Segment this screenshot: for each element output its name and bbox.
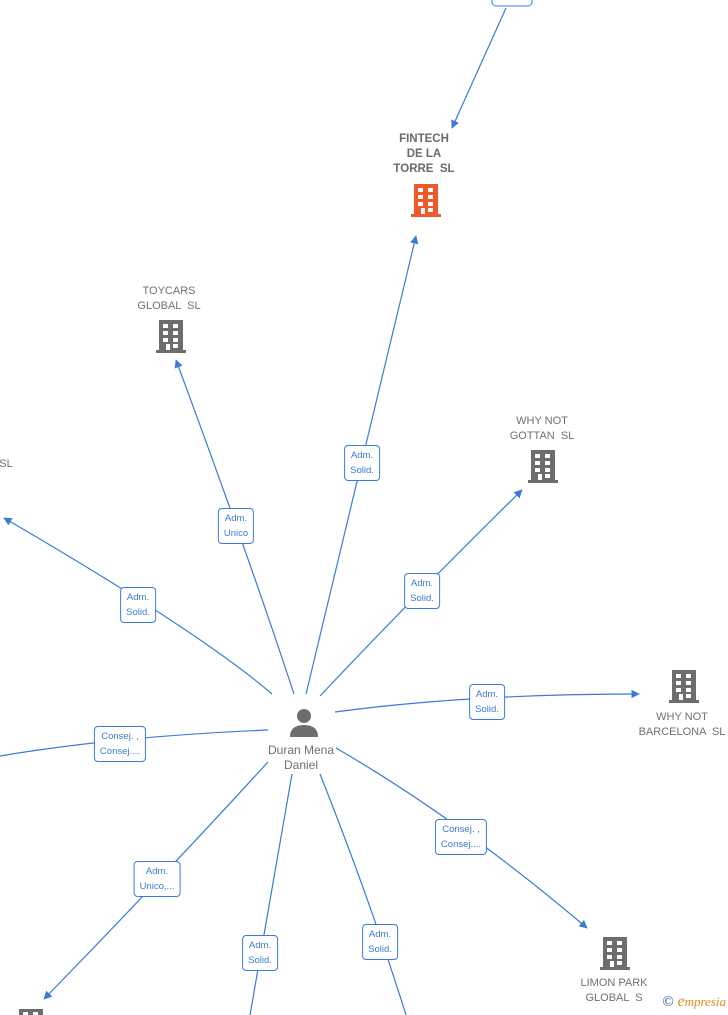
edge-label-left-sl[interactable]: Adm. Solid. — [120, 587, 156, 623]
edge-bottom-2 — [319, 773, 407, 1015]
company-whynot-gottan-label[interactable]: WHY NOT GOTTAN SL — [509, 415, 575, 442]
person-icon[interactable] — [290, 709, 318, 737]
edge-label-bottom-2[interactable]: Adm. Solid. — [362, 924, 398, 960]
building-icon[interactable] — [669, 670, 699, 703]
building-icon[interactable] — [156, 320, 186, 353]
edge-label-whynot-gottan[interactable]: Adm. Solid. — [404, 573, 440, 609]
edge-label-left-offscreen[interactable]: Consej. , Consej.... — [93, 726, 147, 762]
edge-top-to-fintech — [451, 7, 507, 129]
edge-bottom-1 — [249, 773, 293, 1015]
brand-name: mpresia — [684, 994, 726, 1009]
company-limon-park-label[interactable]: LIMON PARK GLOBAL S — [580, 977, 648, 1004]
edge-label-toycars[interactable]: Adm. Unico — [217, 508, 255, 544]
brand-initial: e — [677, 993, 685, 1010]
building-icon[interactable] — [19, 1009, 43, 1015]
empresia-watermark: © empresia — [662, 993, 726, 1011]
building-icon[interactable] — [528, 450, 558, 483]
offscreen-edge-label[interactable] — [491, 0, 533, 7]
company-left-sl-label[interactable]: SL — [0, 458, 13, 470]
edge-label-bottom-left[interactable]: Adm. Unico,... — [133, 861, 181, 897]
person-name-label[interactable]: Duran Mena Daniel — [267, 743, 335, 772]
copyright-symbol: © — [662, 994, 674, 1010]
edge-label-fintech[interactable]: Adm. Solid. — [344, 445, 380, 481]
edge-label-whynot-barcelona[interactable]: Adm. Solid. — [469, 684, 505, 720]
building-icon[interactable] — [600, 937, 630, 970]
edge-label-bottom-1[interactable]: Adm. Solid. — [242, 935, 278, 971]
edge-label-limon-park[interactable]: Consej. , Consej.... — [434, 819, 488, 855]
company-toycars-label[interactable]: TOYCARS GLOBAL SL — [137, 285, 201, 312]
edge-left-sl — [3, 517, 273, 695]
company-fintech-label[interactable]: FINTECH DE LA TORRE SL — [393, 133, 455, 175]
building-icon[interactable] — [411, 184, 441, 217]
company-whynot-barcelona-label[interactable]: WHY NOT BARCELONA SL — [638, 711, 726, 738]
